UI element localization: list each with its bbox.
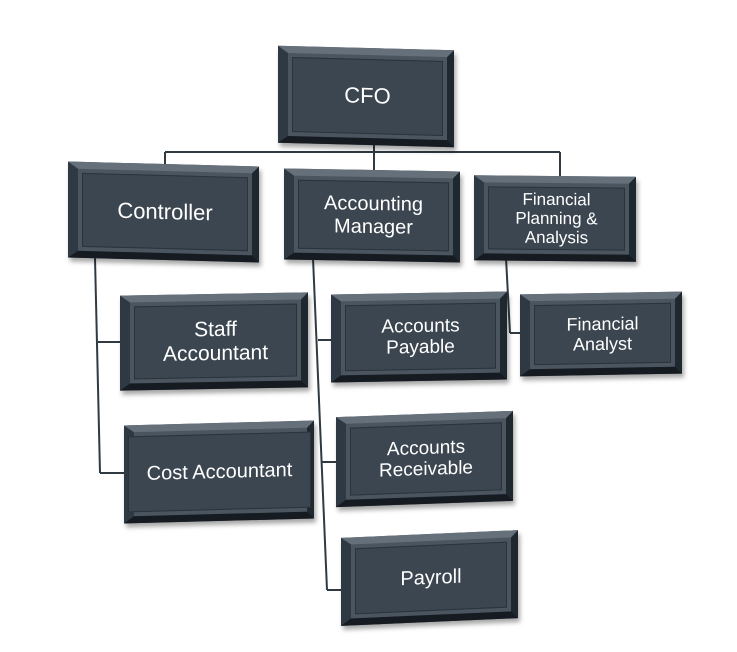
- accounts-payable-box: Accounts Payable: [331, 291, 507, 383]
- cfo-label: CFO: [292, 57, 443, 137]
- accounting-manager-box: Accounting Manager: [284, 168, 460, 263]
- cfo-box: CFO: [278, 45, 454, 148]
- connector-fpa-trunk: [505, 257, 511, 334]
- controller-box: Controller: [68, 161, 259, 263]
- accounts-payable-label: Accounts Payable: [345, 302, 496, 372]
- financial-analyst-box: Financial Analyst: [520, 291, 682, 377]
- fpa-label: Financial Planning & Analysis: [488, 186, 625, 251]
- financial-analyst-label: Financial Analyst: [534, 302, 671, 366]
- staff-accountant-label: Staff Accountant: [134, 303, 297, 380]
- controller-label: Controller: [82, 172, 248, 252]
- connector-controller-trunk: [94, 257, 101, 474]
- fpa-box: Financial Planning & Analysis: [474, 175, 636, 262]
- cost-accountant-label: Cost Accountant: [128, 431, 311, 513]
- payroll-box: Payroll: [341, 530, 518, 626]
- staff-accountant-box: Staff Accountant: [120, 292, 308, 391]
- accounts-receivable-label: Accounts Receivable: [350, 422, 502, 496]
- cost-accountant-box: Cost Accountant: [124, 420, 314, 524]
- payroll-label: Payroll: [355, 541, 507, 615]
- accounts-receivable-box: Accounts Receivable: [336, 410, 513, 508]
- accounting-manager-label: Accounting Manager: [298, 179, 449, 252]
- connector-manager-trunk: [312, 257, 328, 591]
